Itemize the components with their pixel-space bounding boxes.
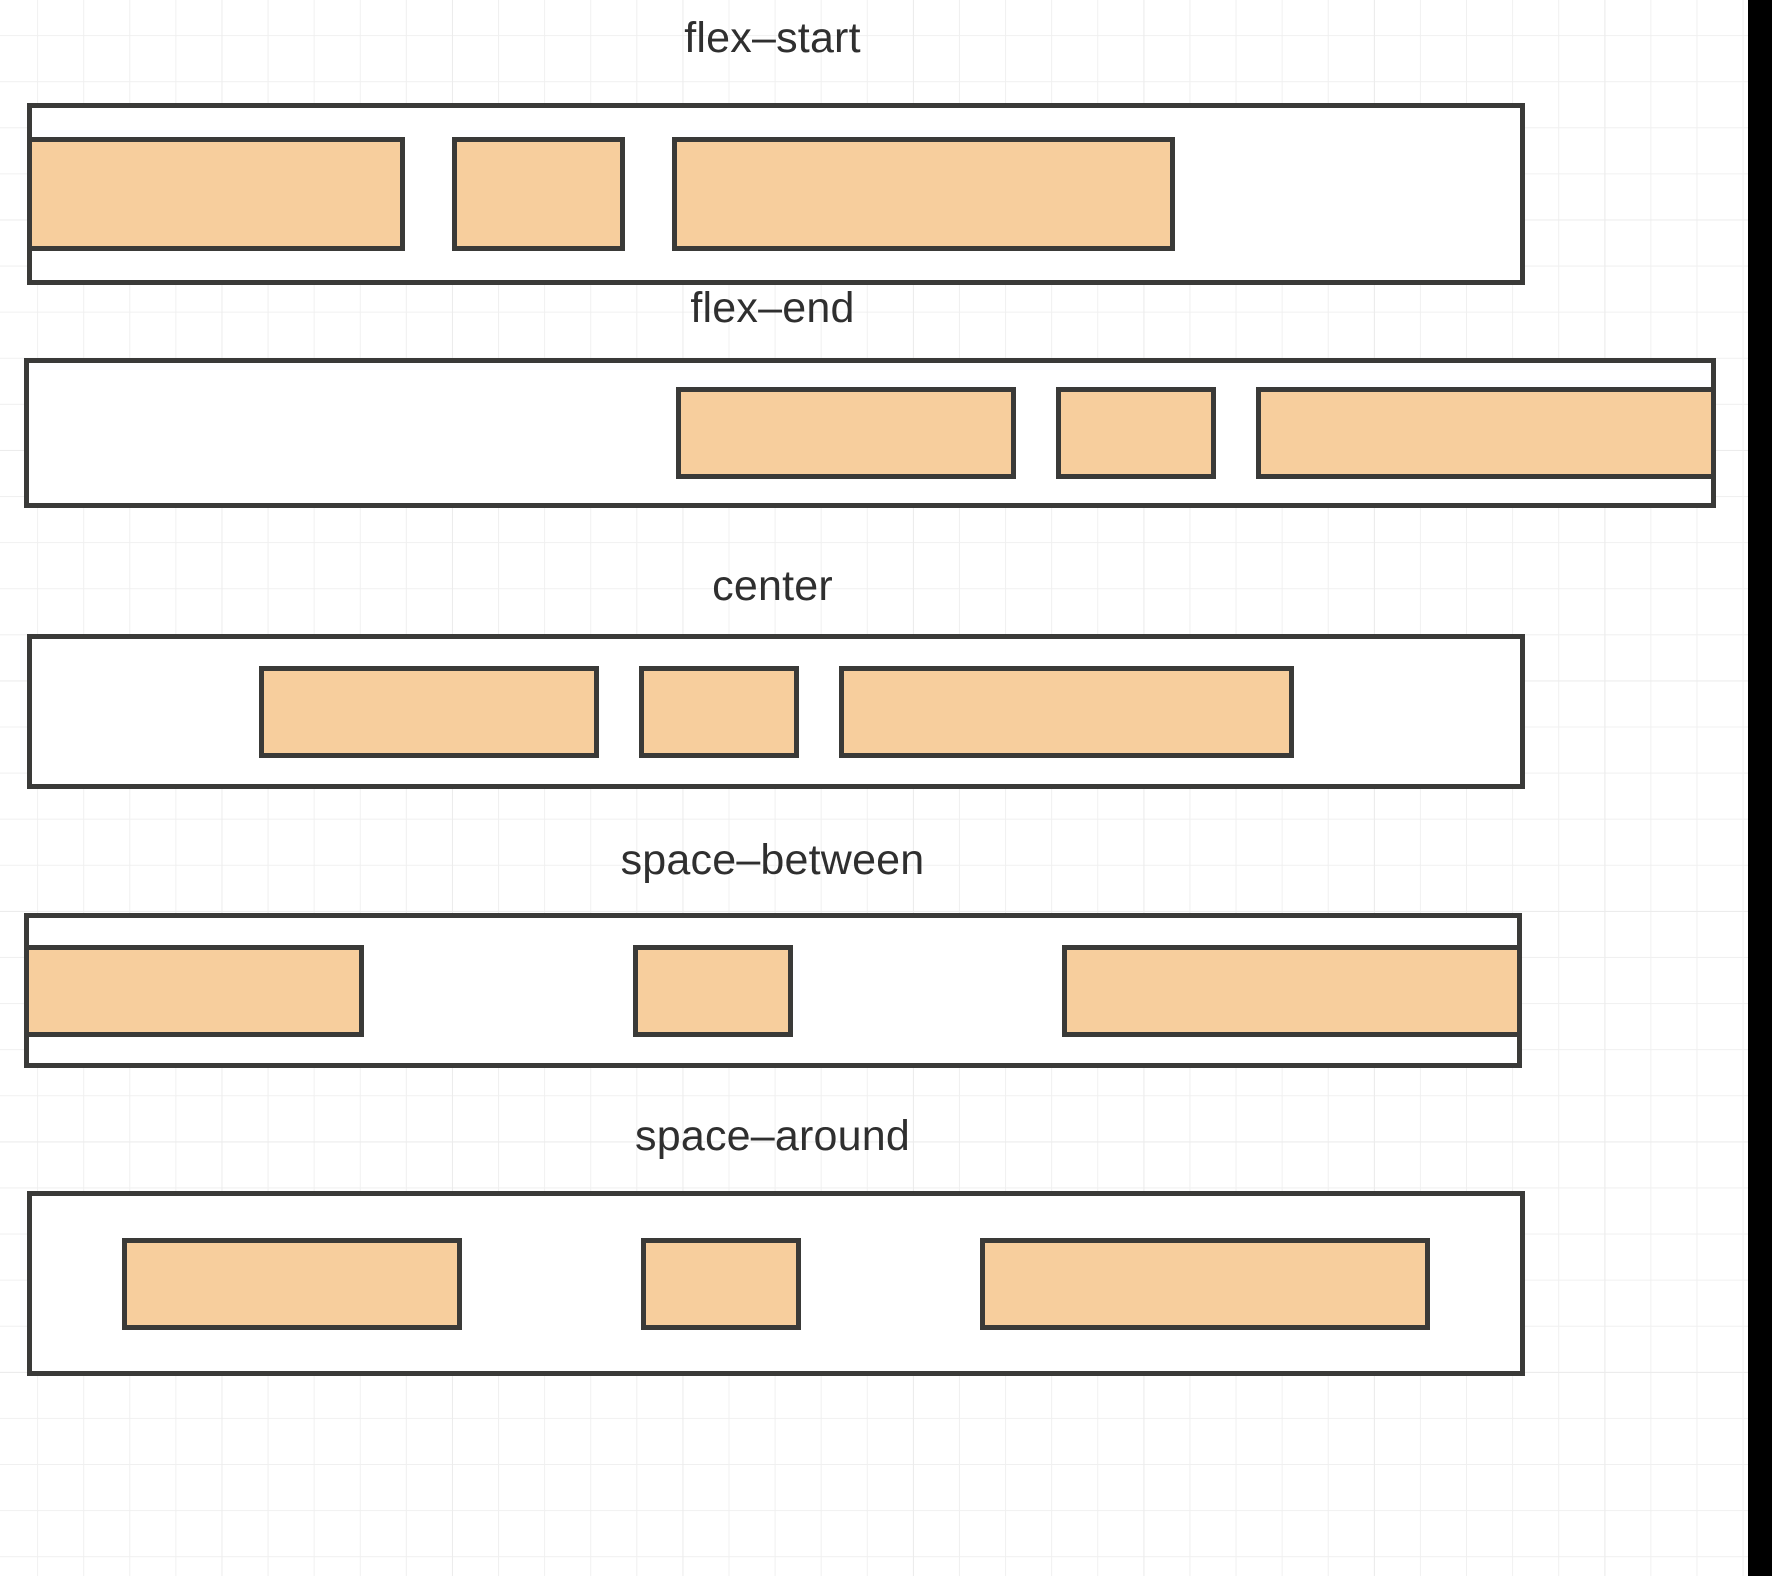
- row-label-space-around: space–around: [635, 1112, 910, 1160]
- flex-item: [1256, 387, 1716, 479]
- flex-item: [633, 944, 793, 1037]
- row-label-flex-end: flex–end: [690, 284, 855, 332]
- flex-item: [121, 1237, 462, 1330]
- flex-item: [27, 137, 405, 251]
- flex-container-space-between: [24, 913, 1522, 1068]
- flex-item: [452, 137, 625, 251]
- flex-item: [24, 944, 364, 1037]
- flex-container-space-around: [27, 1191, 1525, 1376]
- flex-item: [640, 1237, 801, 1330]
- flex-item: [838, 665, 1294, 758]
- flex-item: [1062, 944, 1522, 1037]
- flex-container-flex-end: [24, 358, 1716, 508]
- row-label-flex-start: flex–start: [684, 14, 861, 62]
- row-label-space-between: space–between: [620, 836, 925, 884]
- flex-item: [1056, 387, 1216, 479]
- row-label-center: center: [712, 562, 833, 610]
- flex-container-flex-start: [27, 103, 1525, 285]
- flex-item: [676, 387, 1016, 479]
- flex-item: [672, 137, 1175, 251]
- flex-item: [638, 665, 799, 758]
- flex-item: [258, 665, 599, 758]
- flex-item: [980, 1237, 1431, 1330]
- flex-container-center: [27, 634, 1525, 789]
- right-edge-band: [1748, 0, 1772, 1576]
